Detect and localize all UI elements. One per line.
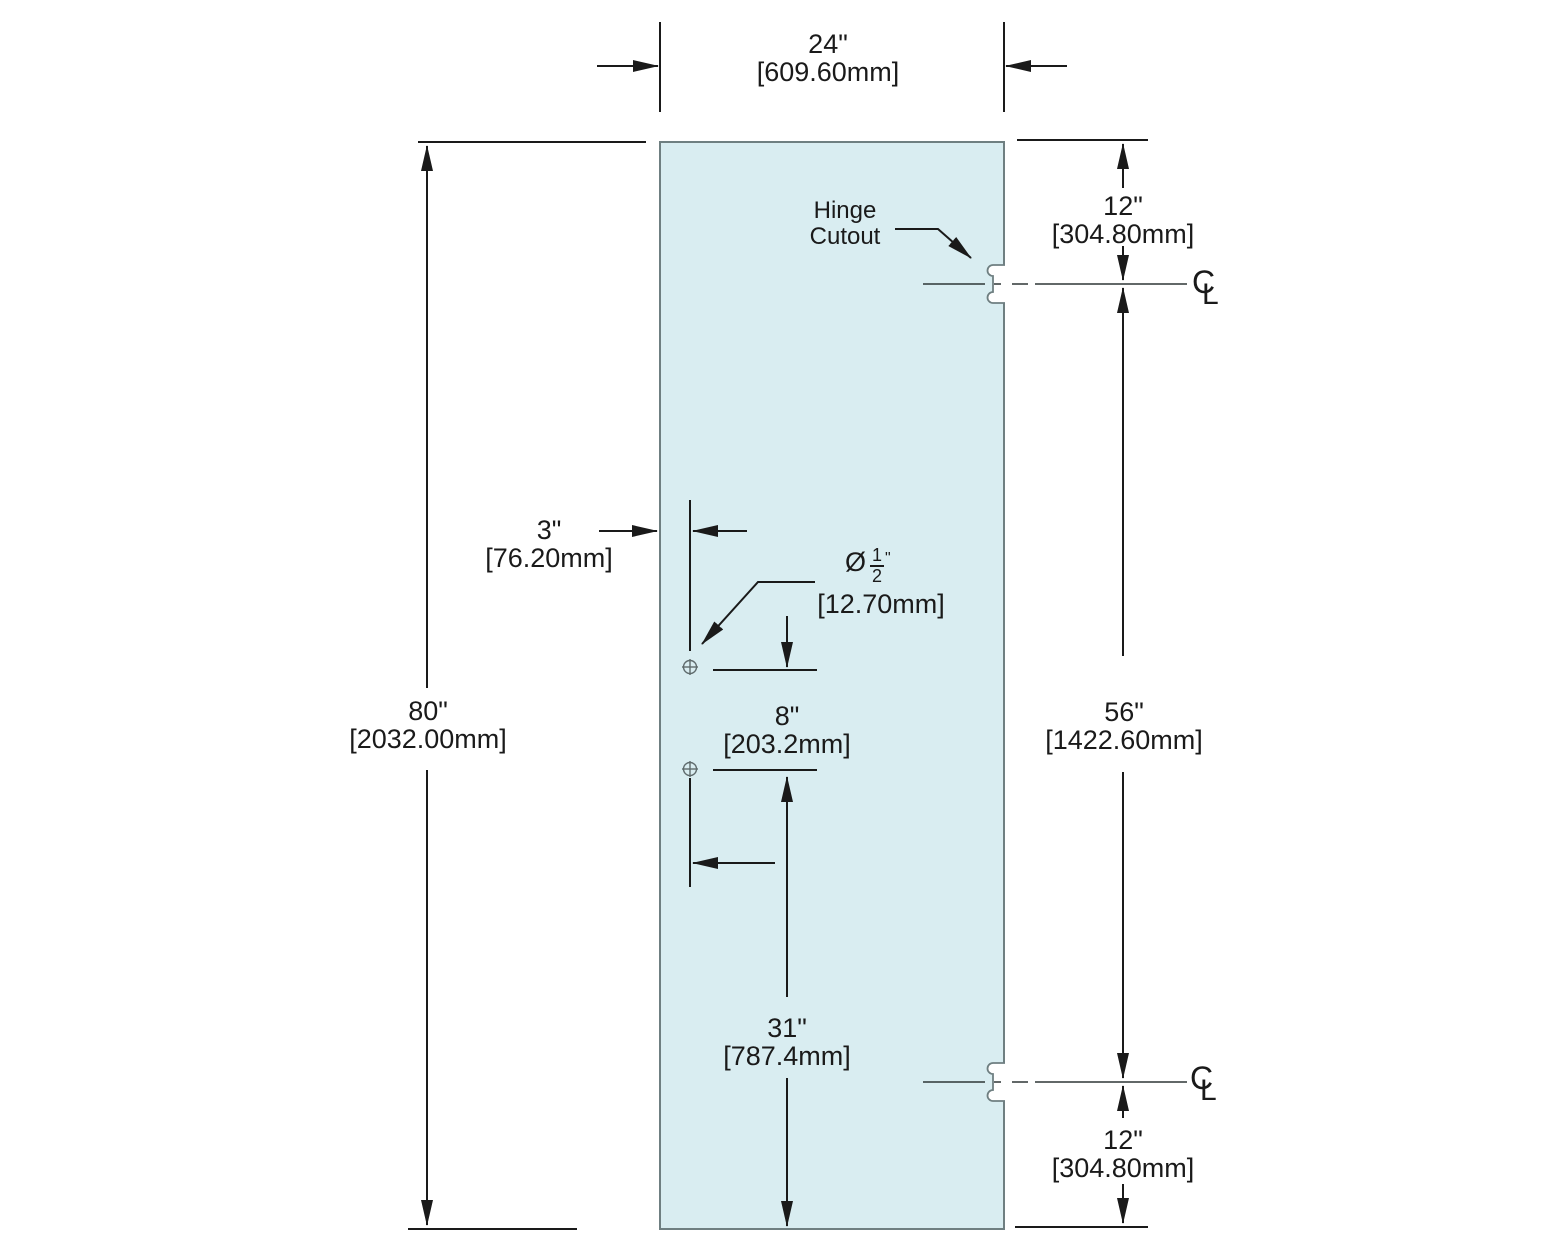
hinge-callout-leader [895,228,972,259]
diameter-symbol: Ø [845,547,867,577]
centerline-symbol-top: C L [1192,266,1234,312]
hole-bottom [682,761,698,777]
hinge-span-dimension-label: 56" [1422.60mm] [1045,698,1203,754]
hinge-bottom-mm: [304.80mm] [1051,1153,1195,1183]
centerline-l: L [1202,278,1219,311]
edge-offset-mm: [76.20mm] [485,543,613,573]
hinge-top-mm: [304.80mm] [1051,219,1195,249]
glass-door-panel [659,141,1005,1230]
edge-offset-dimension-lines [599,500,747,651]
diameter-denominator: 2 [872,566,883,586]
hole-spacing-dimension-label: 8" [203.2mm] [723,702,851,758]
hinge-callout-line1: Hinge [813,197,877,224]
hinge-bottom-inches: 12" [1103,1125,1143,1155]
width-inches: 24" [808,29,848,59]
centerline-c: C [1190,1060,1214,1096]
hole-diameter-label: Ø 1 2 " [845,545,891,586]
hole-height-mm: [787.4mm] [723,1041,851,1071]
hole-height-dimension-lines [689,778,793,1227]
height-mm: [2032.00mm] [349,724,507,754]
hinge-top-inches: 12" [1103,191,1143,221]
hole-diameter-mm-label: [12.70mm] [817,590,945,618]
hole-height-inches: 31" [767,1013,807,1043]
height-dimension-lines [408,141,646,1230]
hinge-span-mm: [1422.60mm] [1045,725,1203,755]
height-dimension-label: 80" [2032.00mm] [349,697,507,753]
centerline-l: L [1200,1074,1217,1107]
hinge-bottom-dimension-label: 12" [304.80mm] [1052,1126,1195,1182]
centerline-symbol-bottom: C L [1190,1062,1232,1108]
hole-spacing-dimension-lines [713,616,817,997]
edge-offset-inches: 3" [536,515,562,545]
hole-diameter-leader [701,581,815,645]
hinge-callout-line2: Cutout [809,223,881,250]
right-dimension-lines [1015,139,1148,1228]
diameter-fraction: 1 2 [870,545,885,586]
diameter-numerator: 1 [870,545,885,567]
edge-offset-dimension-label: 3" [76.20mm] [485,516,613,572]
hole-spacing-mm: [203.2mm] [723,729,851,759]
hinge-top-dimension-label: 12" [304.80mm] [1052,192,1195,248]
hole-top [682,659,698,675]
diameter-mm: [12.70mm] [817,589,945,619]
hinge-cutout-callout: Hinge Cutout [810,198,881,250]
centerline-c: C [1192,264,1216,300]
width-mm: [609.60mm] [756,57,900,87]
hinge-span-inches: 56" [1104,697,1144,727]
diameter-unit: " [885,550,891,567]
width-dimension-label: 24" [609.60mm] [757,30,900,86]
hole-spacing-inches: 8" [774,701,800,731]
hole-height-dimension-label: 31" [787.4mm] [723,1014,851,1070]
width-dimension-lines [597,22,1067,112]
height-inches: 80" [408,696,448,726]
